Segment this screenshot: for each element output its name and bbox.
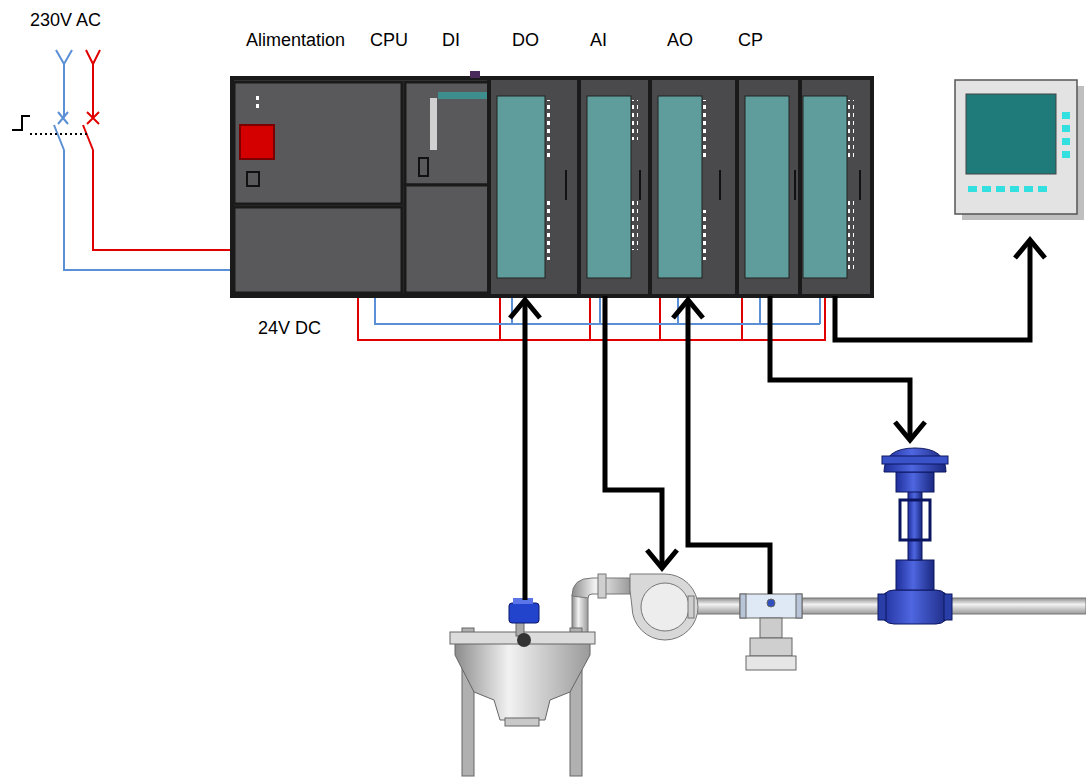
arrow-head — [510, 300, 540, 318]
ai-signal — [688, 300, 770, 594]
analog-output-module: AO — [737, 78, 800, 296]
module-label: CP — [738, 30, 763, 51]
module-label: DI — [442, 30, 460, 51]
digital-output-module: DO — [579, 78, 650, 296]
module-label: CPU — [370, 30, 408, 51]
pump — [630, 574, 698, 640]
module-label: DO — [512, 30, 539, 51]
di-signal — [523, 300, 528, 600]
process-pipe — [572, 574, 1086, 640]
level-sensor — [509, 598, 539, 647]
digital-input-module: DI — [489, 78, 579, 296]
arrow-head — [673, 300, 703, 318]
arrow-head — [1015, 240, 1045, 258]
do-signal — [605, 296, 662, 568]
hmi-panel — [955, 80, 1084, 220]
mains-wiring — [12, 50, 232, 270]
power-supply-module: Alimentation — [232, 78, 405, 296]
plc-rack — [232, 71, 872, 296]
module-label: AO — [667, 30, 693, 51]
control-valve — [878, 448, 952, 624]
arrow-head — [647, 550, 677, 568]
bus-voltage-label: 24V DC — [258, 318, 321, 339]
flow-meter — [740, 594, 802, 670]
cp-link — [835, 240, 1030, 340]
supply-voltage-label: 230V AC — [30, 10, 101, 31]
module-label: Alimentation — [246, 30, 345, 51]
arrow-head — [895, 422, 925, 440]
cpu-module: CPU — [405, 78, 489, 296]
module-label: AI — [590, 30, 607, 51]
analog-input-module: AI — [650, 78, 737, 296]
tank — [450, 628, 595, 776]
communication-module: CP — [800, 78, 872, 296]
ao-signal — [770, 296, 910, 440]
